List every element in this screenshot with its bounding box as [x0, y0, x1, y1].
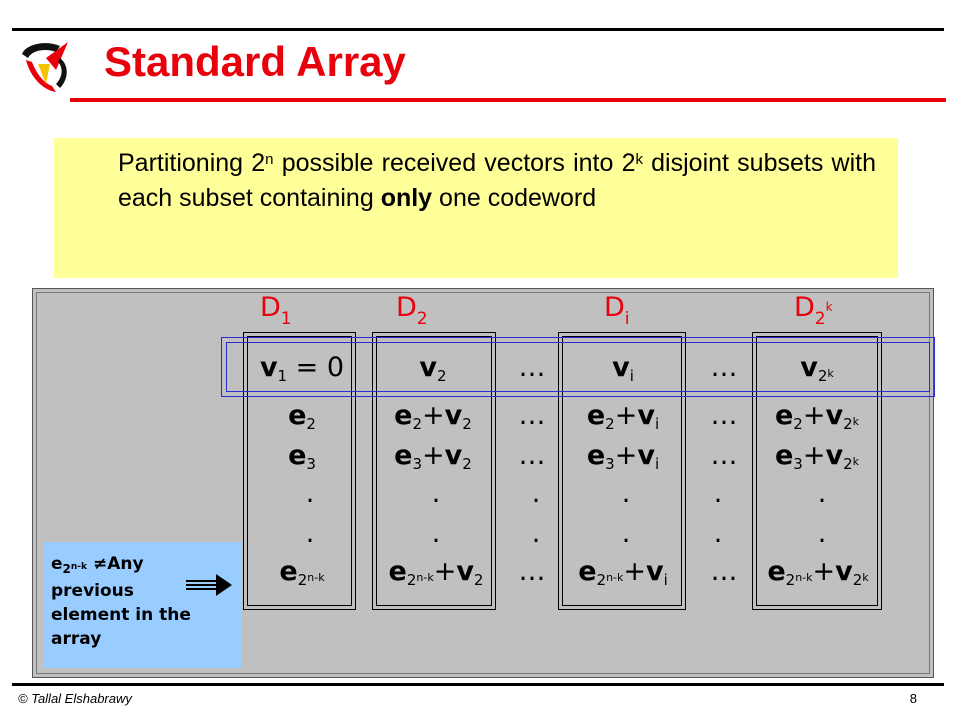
cell-e3-v2k: e3+v2k — [774, 440, 860, 473]
column-label-d1: D1 — [260, 292, 292, 329]
column-box-d2 — [372, 332, 496, 610]
statement-text: Partitioning 2n possible received vector… — [118, 149, 876, 212]
cell-e3: e3 — [288, 440, 316, 473]
cell-e2nk: e2n-k — [279, 556, 325, 589]
ellipsis: … — [710, 400, 738, 431]
cell-e2nk-vi: e2n-k+vi — [578, 556, 668, 589]
vertical-dots: . — [305, 518, 315, 549]
column-box-d1 — [243, 332, 356, 610]
cell-e2-v2k: e2+v2k — [774, 400, 860, 433]
top-rule — [12, 28, 944, 31]
cell-v2: v2 — [419, 352, 447, 385]
column-box-di — [558, 332, 686, 610]
vertical-dots: . — [713, 478, 723, 509]
ellipsis: … — [710, 556, 738, 587]
note-text: e2n-k ≠Any previous element in the array — [51, 554, 191, 649]
cell-e2nk-v2k: e2n-k+v2k — [767, 556, 869, 589]
codeword-row-box — [221, 337, 935, 397]
cell-v1: v1 = 0 — [259, 352, 345, 385]
vertical-dots: . — [305, 478, 315, 509]
cell-e2nk-v2: e2n-k+v2 — [388, 556, 484, 589]
cell-e2: e2 — [288, 400, 316, 433]
page-number: 8 — [909, 691, 917, 706]
ellipsis: … — [518, 440, 546, 471]
cell-vi: vi — [612, 352, 634, 385]
column-label-d2k: D2k — [794, 292, 833, 329]
column-box-d2k — [752, 332, 882, 610]
cell-e3-vi: e3+vi — [586, 440, 660, 473]
cell-e2-v2: e2+v2 — [394, 400, 472, 433]
ellipsis: … — [710, 440, 738, 471]
vertical-dots: . — [531, 518, 541, 549]
cell-v2k: v2k — [800, 352, 834, 385]
ellipsis: … — [710, 352, 738, 383]
ellipsis: … — [518, 352, 546, 383]
vertical-dots: . — [431, 478, 441, 509]
vertical-dots: . — [713, 518, 723, 549]
column-label-di: Di — [604, 292, 630, 329]
vertical-dots: . — [817, 478, 827, 509]
statement-box: Partitioning 2n possible received vector… — [54, 138, 898, 278]
note-box: e2n-k ≠Any previous element in the array — [43, 542, 242, 668]
cell-e3-v2: e3+v2 — [394, 440, 472, 473]
vertical-dots: . — [817, 518, 827, 549]
vertical-dots: . — [621, 518, 631, 549]
vertical-dots: . — [431, 518, 441, 549]
vertical-dots: . — [531, 478, 541, 509]
slide-title: Standard Array — [104, 38, 406, 85]
cell-e2-vi: e2+vi — [586, 400, 660, 433]
university-logo-icon — [22, 42, 68, 92]
copyright-footer: © Tallal Elshabrawy — [18, 691, 132, 706]
arrow-right-icon — [186, 574, 232, 596]
column-label-d2: D2 — [396, 292, 428, 329]
bottom-rule — [12, 683, 944, 686]
ellipsis: … — [518, 400, 546, 431]
ellipsis: … — [518, 556, 546, 587]
vertical-dots: . — [621, 478, 631, 509]
title-underline — [70, 98, 946, 102]
